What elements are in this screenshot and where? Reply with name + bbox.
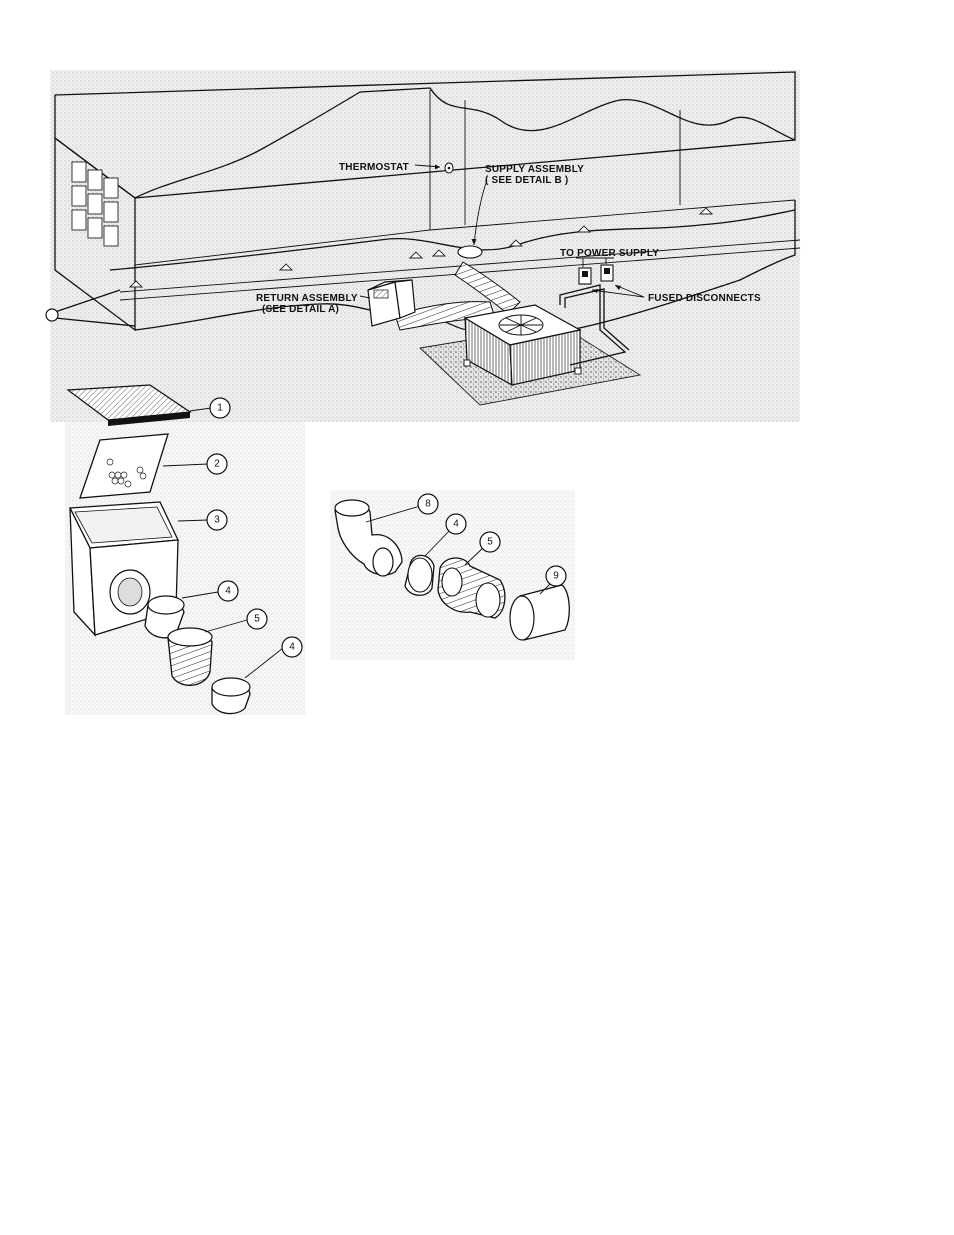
svg-text:1: 1 xyxy=(217,403,223,414)
detail-b-supply-assembly: 8 4 5 9 xyxy=(330,490,575,660)
svg-text:8: 8 xyxy=(425,499,431,510)
svg-text:2: 2 xyxy=(214,459,220,470)
return-assembly-detail-label: (SEE DETAIL A) xyxy=(262,304,339,315)
detail-a-return-assembly: 1 2 3 4 5 4 xyxy=(65,385,305,715)
svg-text:4: 4 xyxy=(289,642,295,653)
svg-text:4: 4 xyxy=(225,586,231,597)
thermostat-label: THERMOSTAT xyxy=(339,162,409,173)
part-4-collar-bottom xyxy=(212,678,250,714)
svg-text:5: 5 xyxy=(254,614,260,625)
power-supply-label: TO POWER SUPPLY xyxy=(560,248,659,259)
callout-5-a: 5 xyxy=(247,609,267,629)
callout-1: 1 xyxy=(210,398,230,418)
supply-assembly-detail-label: ( SEE DETAIL B ) xyxy=(485,175,568,186)
return-assembly-label: RETURN ASSEMBLY xyxy=(256,293,358,304)
svg-text:5: 5 xyxy=(487,537,493,548)
fused-disconnects-label: FUSED DISCONNECTS xyxy=(648,293,761,304)
callout-3: 3 xyxy=(207,510,227,530)
callout-5-b: 5 xyxy=(480,532,500,552)
callout-8: 8 xyxy=(418,494,438,514)
callout-2: 2 xyxy=(207,454,227,474)
installation-scene: THERMOSTAT SUPPLY ASSEMBLY ( SEE DETAIL … xyxy=(46,70,800,422)
callout-4-b: 4 xyxy=(282,637,302,657)
callout-9: 9 xyxy=(546,566,566,586)
scene-halftone xyxy=(50,70,800,422)
part-5-flex-duct-a xyxy=(168,628,212,685)
callout-4-c: 4 xyxy=(446,514,466,534)
supply-assembly-label: SUPPLY ASSEMBLY xyxy=(485,164,584,175)
svg-text:4: 4 xyxy=(453,519,459,530)
thermostat xyxy=(445,163,453,173)
svg-text:3: 3 xyxy=(214,515,220,526)
callout-4-a: 4 xyxy=(218,581,238,601)
svg-text:9: 9 xyxy=(553,571,559,582)
